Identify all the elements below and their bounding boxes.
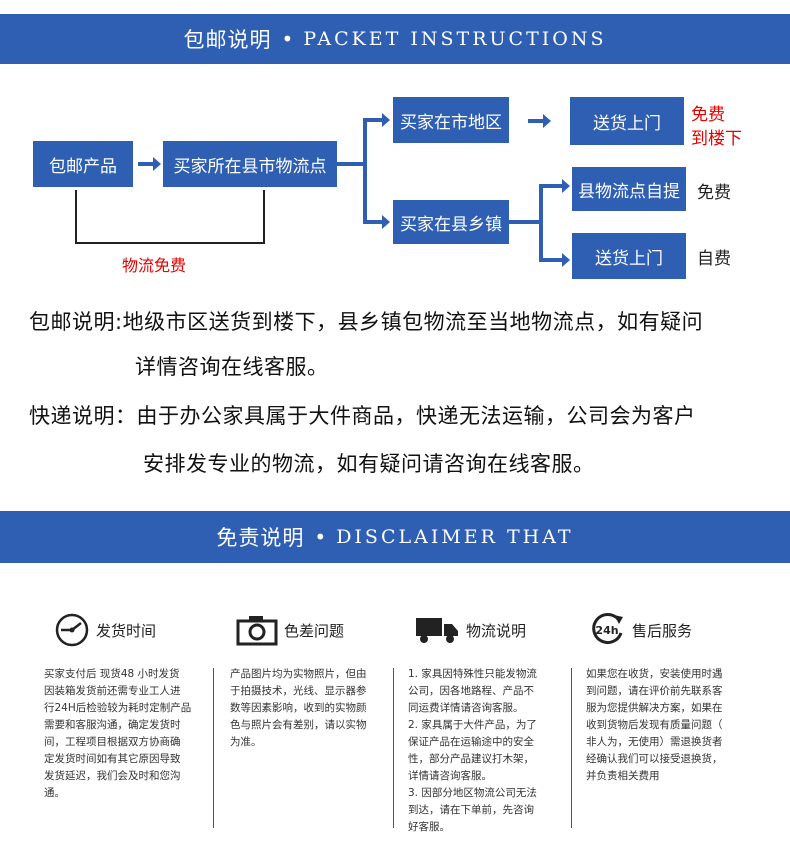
policy-line-4: 安排发专业的物流，如有疑问请咨询在线客服。	[143, 452, 595, 476]
policy-line-1: 包邮说明:地级市区送货到楼下，县乡镇包物流至当地物流点，如有疑问	[29, 310, 704, 334]
disclaimer-column-color-difference: 色差问题 产品图片均为实物照片，但由于拍摄技术，光线、显示器参数等因素影响，收到…	[230, 600, 400, 751]
header-separator-dot: •	[281, 27, 294, 51]
free-delivery-note-line2: 到楼下	[691, 129, 742, 149]
policy-line-3: 快递说明：由于办公家具属于大件商品，快递无法运输，公司会为客户	[29, 404, 696, 428]
bracket-line	[75, 242, 265, 244]
arrow-right-icon	[363, 215, 390, 229]
free-delivery-note-line1: 免费	[691, 105, 725, 125]
packet-instructions-header: 包邮说明 • PACKET INSTRUCTIONS	[0, 14, 790, 64]
flow-pickup-box: 县物流点自提	[572, 167, 686, 211]
bracket-line	[263, 190, 265, 244]
clock-icon	[55, 613, 89, 647]
svg-text:24h: 24h	[595, 624, 618, 637]
flow-county-box: 买家在县乡镇	[393, 200, 509, 244]
column-divider	[213, 668, 214, 828]
disclaimer-header: 免责说明 • DISCLAIMER THAT	[0, 511, 790, 563]
flow-urban-box: 买家在市地区	[393, 97, 509, 143]
disclaimer-text: 如果您在收货，安装使用时遇到问题，请在评价前先联系客服为您提供解决方案，如果在收…	[586, 668, 723, 782]
disclaimer-column-after-sales: 24h 售后服务 如果您在收货，安装使用时遇到问题，请在评价前先联系客服为您提供…	[586, 600, 756, 785]
bracket-line	[75, 190, 77, 244]
column-divider	[393, 668, 394, 828]
disclaimer-text: 1. 家具因特殊性只能发物流公司，因各地路程、产品不同运费详情请咨询客服。2. …	[408, 668, 537, 833]
disclaimer-title: 发货时间	[96, 621, 157, 640]
flow-deliver-upstairs-county-box: 送货上门	[572, 233, 686, 279]
truck-icon	[416, 618, 458, 643]
self-pay-note: 自费	[697, 249, 731, 269]
disclaimer-column-logistics: 物流说明 1. 家具因特殊性只能发物流公司，因各地路程、产品不同运费详情请咨询客…	[408, 600, 578, 836]
arrow-right-icon	[138, 157, 161, 171]
header-cn-title: 免责说明	[216, 526, 305, 550]
disclaimer-text: 买家支付后 现货48 小时发货因装箱发货前还需专业工人进行24H后检验较为耗时定…	[44, 668, 192, 799]
header-cn-title: 包邮说明	[183, 28, 272, 52]
arrow-right-icon	[539, 253, 570, 267]
flow-connector	[337, 162, 365, 166]
disclaimer-text: 产品图片均为实物照片，但由于拍摄技术，光线、显示器参数等因素影响，收到的实物颜色…	[230, 668, 367, 748]
header-en-title: DISCLAIMER THAT	[336, 526, 574, 548]
disclaimer-column-shipping-time: 发货时间 买家支付后 现货48 小时发货因装箱发货前还需专业工人进行24H后检验…	[44, 600, 214, 802]
header-separator-dot: •	[314, 525, 327, 549]
flow-deliver-upstairs-box: 送货上门	[570, 97, 684, 145]
header-en-title: PACKET INSTRUCTIONS	[303, 28, 607, 50]
flow-connector	[539, 184, 543, 262]
flow-start-box: 包邮产品	[33, 141, 133, 187]
logistics-free-label: 物流免费	[122, 256, 187, 275]
arrow-right-icon	[528, 114, 551, 128]
camera-icon	[236, 616, 278, 646]
policy-line-2: 详情咨询在线客服。	[135, 355, 329, 379]
column-divider	[571, 668, 572, 828]
pickup-free-note: 免费	[697, 183, 731, 203]
disclaimer-title: 色差问题	[284, 621, 345, 640]
flow-city-logistics-box: 买家所在县市物流点	[163, 141, 337, 187]
disclaimer-title: 物流说明	[466, 621, 527, 640]
arrow-right-icon	[539, 179, 570, 193]
flow-connector	[363, 118, 367, 224]
disclaimer-title: 售后服务	[632, 621, 693, 640]
flow-connector	[509, 220, 541, 224]
24h-service-icon: 24h	[592, 613, 623, 644]
arrow-right-icon	[363, 113, 390, 127]
